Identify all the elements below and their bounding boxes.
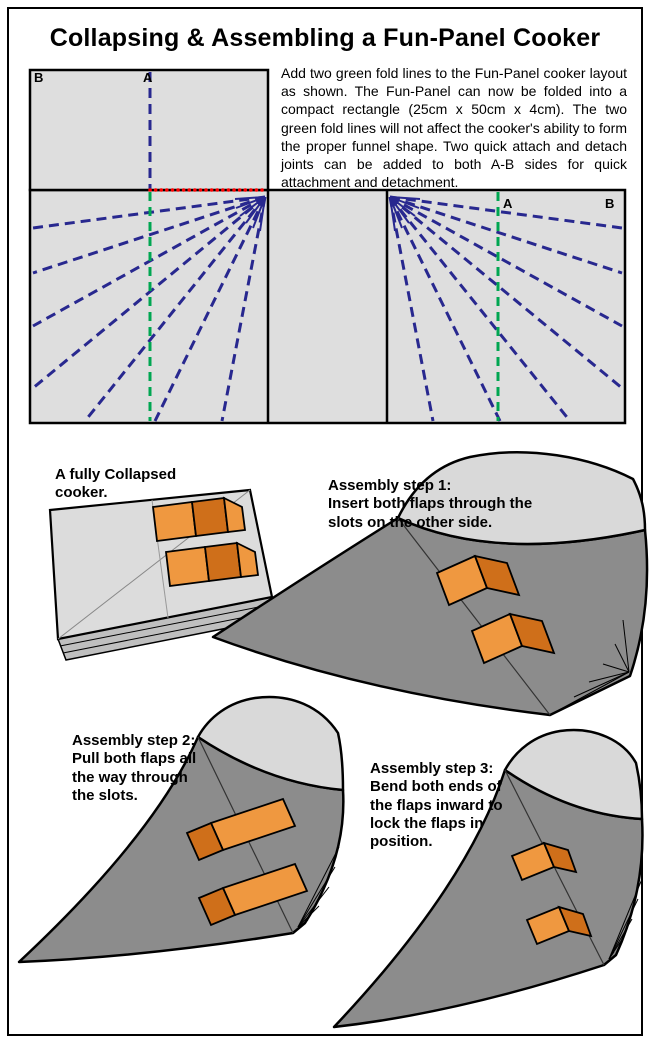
label-b-right: B — [605, 196, 614, 211]
pleat-fan — [558, 619, 630, 711]
funnel-opening — [503, 728, 644, 821]
flap-lower — [508, 612, 556, 655]
assembly-step1-caption: Assembly step 1: Insert both flaps throu… — [328, 477, 533, 532]
funnel-opening — [196, 695, 345, 792]
collapsed-cooker-caption: A fully Collapsed cooker. — [55, 466, 177, 502]
assembly-step1-body: Insert both flaps through the slots on t… — [328, 495, 533, 531]
flap-lower — [197, 886, 237, 927]
blue-fold-lines — [32, 72, 623, 422]
fold-hub-fan — [234, 196, 421, 232]
orange-flaps — [435, 554, 556, 665]
page-title: Collapsing & Assembling a Fun-Panel Cook… — [49, 24, 601, 52]
flap-tab — [235, 541, 260, 578]
flap-tab — [222, 496, 247, 533]
label-a-right: A — [503, 196, 513, 211]
pleat-fan — [297, 846, 340, 928]
assembly-step2-caption: Assembly step 2: Pull both flaps all the… — [72, 732, 214, 805]
funnel-body — [211, 516, 649, 717]
pleat-fan — [608, 878, 643, 960]
assembly-step2-title: Assembly step 2: — [72, 732, 196, 749]
flap-tab — [152, 500, 197, 543]
orange-flap-tabs — [152, 496, 260, 588]
flap-upper — [185, 821, 225, 862]
assembly-step2-body: Pull both flaps all the way through the … — [72, 750, 197, 804]
orange-flaps — [185, 797, 309, 927]
intro-paragraph: Add two green fold lines to the Fun-Pane… — [281, 65, 627, 191]
assembly-step3-title: Assembly step 3: — [370, 760, 494, 777]
assembly-step3-illustration — [332, 728, 644, 1029]
flap-lower — [557, 905, 593, 938]
flap-upper — [473, 554, 521, 597]
flap-upper — [542, 841, 578, 874]
assembly-step3-caption: Assembly step 3: Bend both ends of the f… — [370, 760, 522, 851]
label-b-top-left: B — [34, 70, 43, 85]
flap-tab — [165, 545, 210, 588]
assembly-step2-illustration — [17, 695, 345, 964]
layer-edge-line — [59, 603, 275, 647]
fold-crease — [397, 517, 551, 716]
assembly-step1-title: Assembly step 1: — [328, 477, 452, 494]
assembly-step3-body: Bend both ends of the flaps inward to lo… — [370, 778, 503, 851]
label-a-top: A — [143, 70, 153, 85]
orange-flaps — [510, 841, 593, 946]
collapsed-cooker-illustration — [48, 488, 279, 661]
assembly-step1-illustration — [211, 451, 649, 717]
funnel-opening — [396, 451, 647, 546]
green-fold-lines — [148, 192, 500, 421]
fold-layout-diagram: B A A B — [28, 68, 627, 425]
layout-main-panel — [28, 188, 627, 425]
